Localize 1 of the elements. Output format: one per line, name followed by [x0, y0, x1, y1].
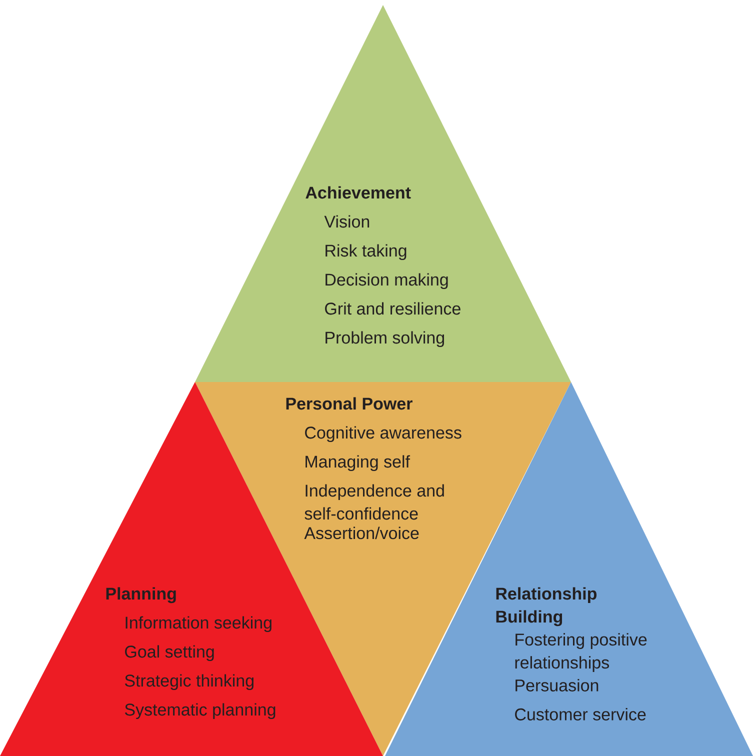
triangle-panel: Achievement Vision Risk taking Decision making Grit and resilience Problem solving [195, 5, 571, 382]
